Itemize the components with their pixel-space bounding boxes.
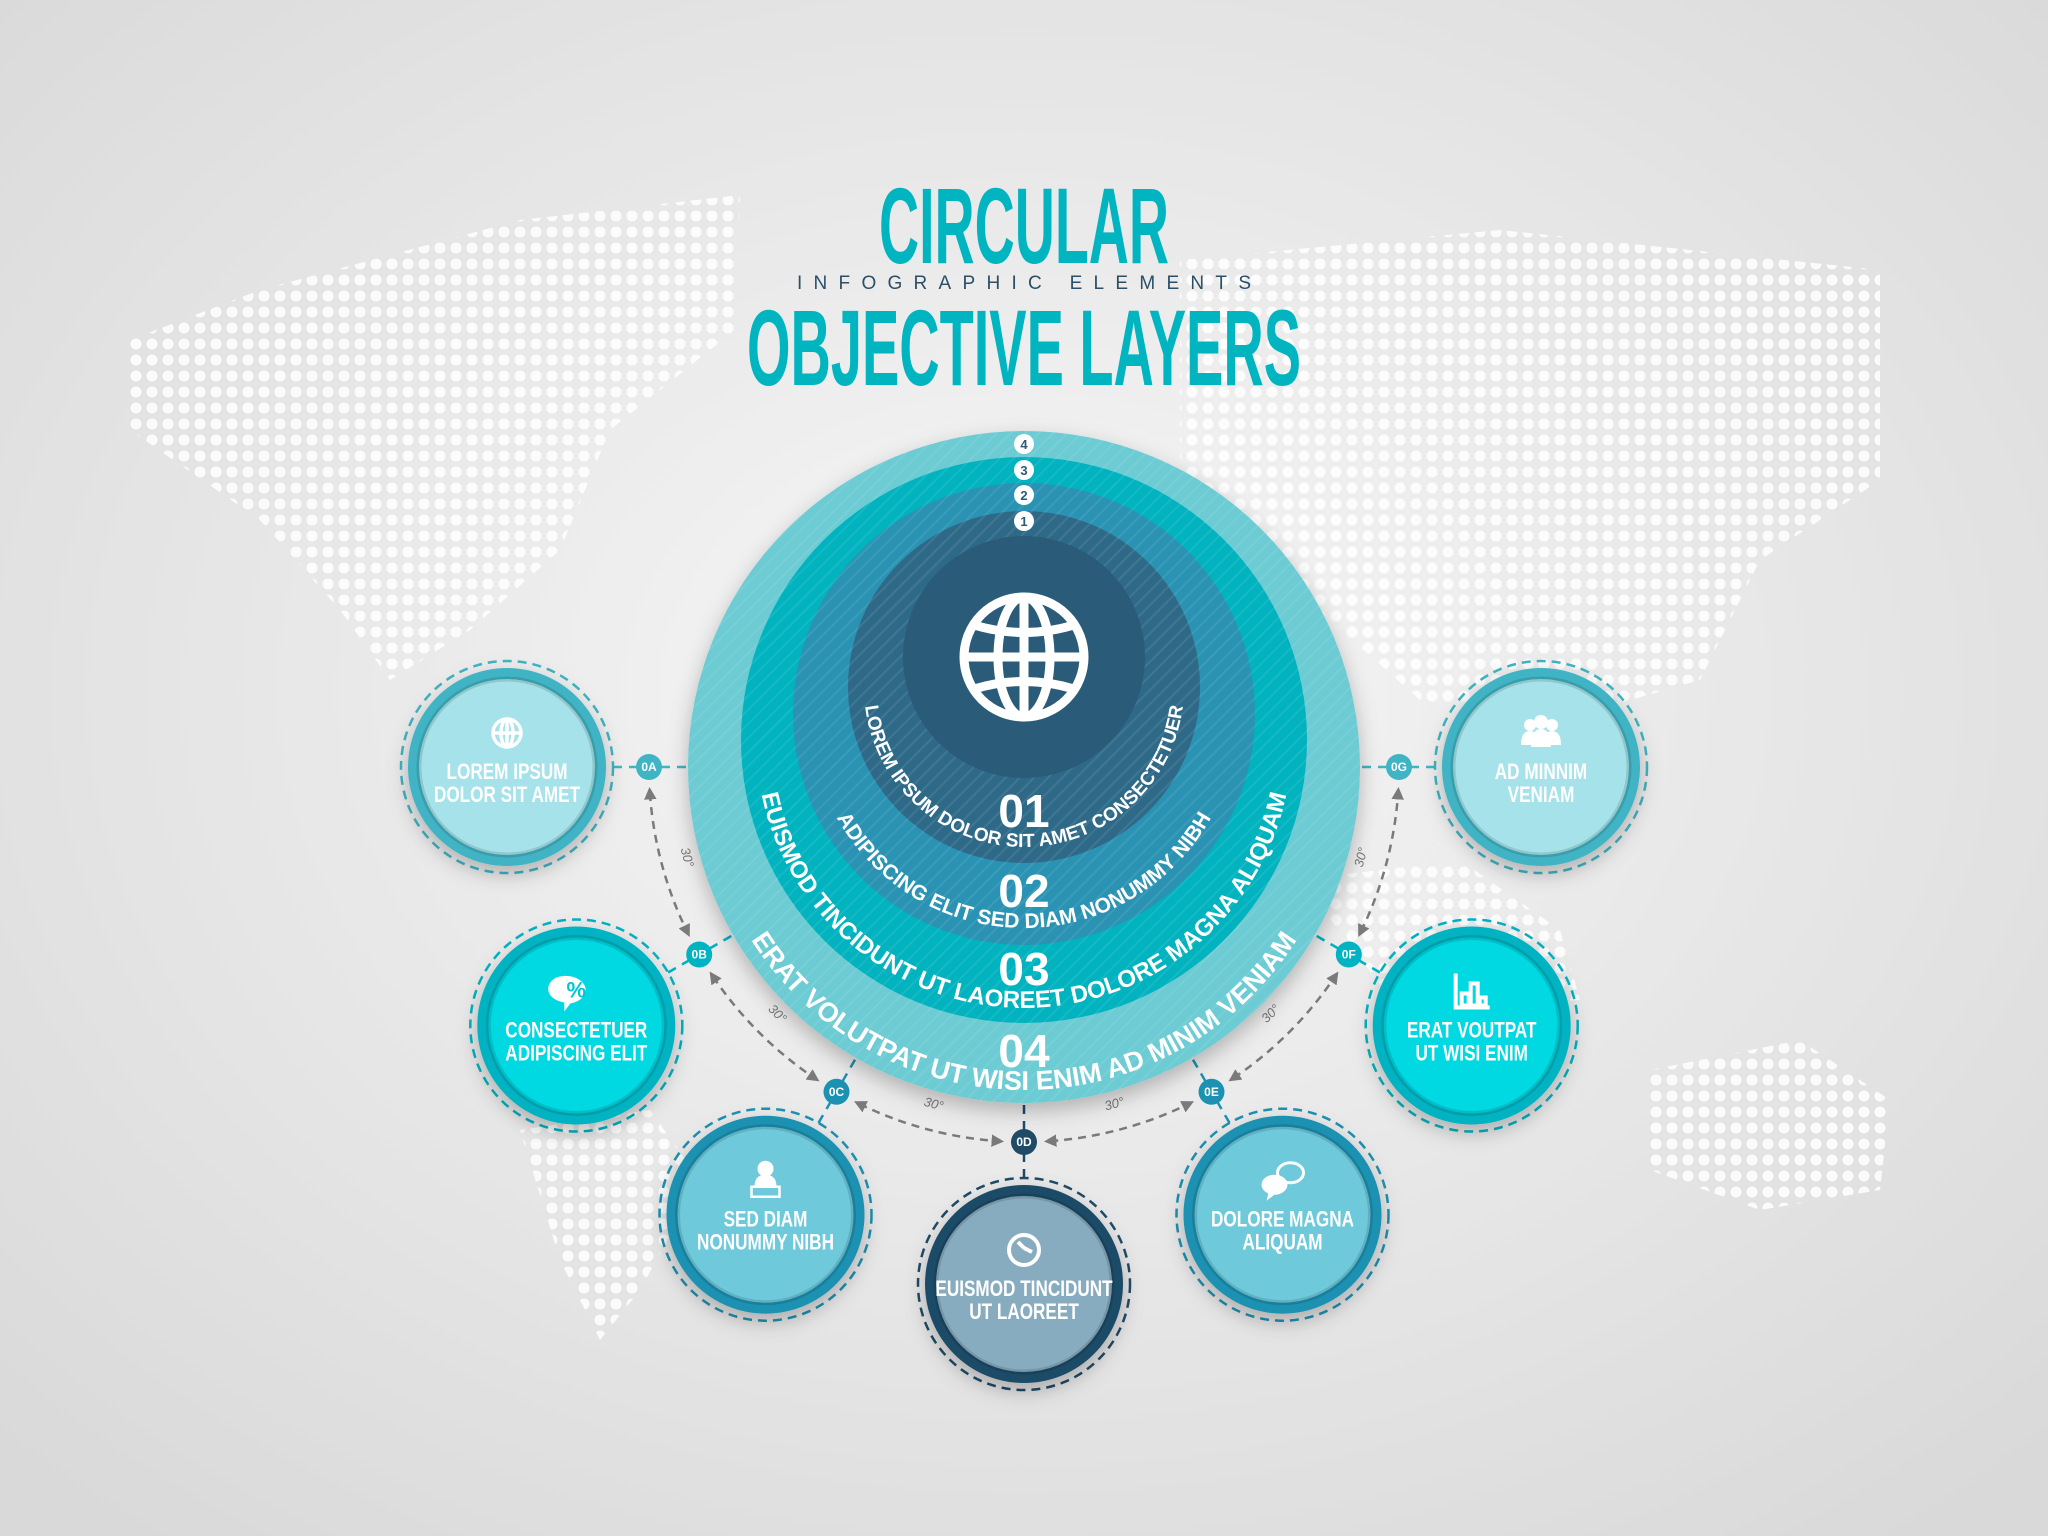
- badge-circle: [1011, 1129, 1037, 1155]
- globe-icon: [491, 717, 523, 749]
- globe-icon: [959, 592, 1089, 722]
- node-label-line-1: LOREM IPSUM: [446, 760, 567, 785]
- angle-arrow: [709, 971, 820, 1082]
- node-0f[interactable]: ERAT VOUTPAT UT WISI ENIM: [1364, 918, 1579, 1133]
- clock-icon: [1007, 1233, 1041, 1267]
- node-dashed-ring: [399, 659, 615, 875]
- node-face: [1450, 676, 1632, 858]
- node-dashed-ring: [1364, 918, 1579, 1133]
- node-dashed-ring: [469, 918, 684, 1133]
- bar-chart-icon: [1453, 973, 1490, 1010]
- node-dashed-ring: [658, 1107, 873, 1322]
- chat-bubbles-icon: [1261, 1161, 1305, 1201]
- angle-label: 30°: [1103, 1094, 1126, 1114]
- layer-marker-3[interactable]: 3: [1014, 460, 1034, 480]
- node-0b[interactable]: % CONSECTETUER ADIPISCING ELIT: [469, 918, 684, 1133]
- layer-marker-label: 1: [1020, 514, 1027, 529]
- layer-3-number: 03: [998, 943, 1049, 995]
- objective-nodes: LOREM IPSUM DOLOR SIT AMET 0A % CONSECTE…: [399, 659, 1649, 1392]
- angle-arrow: [644, 786, 690, 938]
- node-badge-0f[interactable]: 0F: [1335, 941, 1362, 968]
- badge-label: 0B: [692, 948, 708, 962]
- title-circular: CIRCULAR: [879, 165, 1169, 286]
- node-badge-0b[interactable]: 0B: [686, 941, 713, 968]
- layer-marker-1[interactable]: 1: [1014, 511, 1034, 531]
- node-badge-0e[interactable]: 0E: [1198, 1078, 1225, 1105]
- node-dashed-ring: [1433, 659, 1649, 875]
- layer-marker-label: 3: [1020, 463, 1027, 478]
- layer-marker-dot: [1014, 434, 1034, 454]
- layer-marker-label: 2: [1020, 488, 1027, 503]
- svg-text:%: %: [567, 978, 587, 1003]
- node-label-line-2: UT LAOREET: [969, 1300, 1079, 1325]
- angle-arrow: [853, 1101, 1005, 1147]
- layer-1-number: 01: [998, 785, 1049, 837]
- layer-marker-dot: [1014, 460, 1034, 480]
- badge-label: 0F: [1342, 948, 1356, 962]
- badge-circle: [1335, 941, 1362, 968]
- node-face: [1381, 935, 1563, 1116]
- badge-circle: [1386, 754, 1412, 780]
- badge-label: 0E: [1204, 1085, 1219, 1099]
- badge-circle: [636, 754, 662, 780]
- node-badge-0c[interactable]: 0C: [823, 1078, 850, 1105]
- node-dashed-ring: [916, 1176, 1132, 1392]
- badge-label: 0G: [1391, 760, 1407, 774]
- world-map-dots: [130, 195, 1890, 1340]
- badge-circle: [686, 941, 713, 968]
- angle-label: 30°: [922, 1094, 945, 1114]
- badge-label: 0D: [1016, 1135, 1032, 1149]
- node-0c[interactable]: SED DIAM NONUMMY NIBH: [658, 1107, 873, 1322]
- node-label-line-2: ADIPISCING ELIT: [505, 1042, 647, 1067]
- node-label-line-2: UT WISI ENIM: [1415, 1042, 1527, 1067]
- node-face: [416, 676, 598, 858]
- angle-arrow: [1043, 1101, 1195, 1147]
- badge-label: 0C: [829, 1085, 845, 1099]
- node-face: [1192, 1124, 1373, 1306]
- layer-4-number: 04: [998, 1025, 1050, 1077]
- node-label-line-1: EUISMOD TINCIDUNT: [935, 1277, 1112, 1302]
- layer-marker-dot: [1014, 485, 1034, 505]
- node-label-line-1: SED DIAM: [724, 1208, 808, 1233]
- percent-bubble-icon: %: [548, 975, 587, 1012]
- header: CIRCULAR INFOGRAPHIC ELEMENTS OBJECTIVE …: [747, 165, 1301, 408]
- badge-circle: [823, 1078, 850, 1105]
- node-label-line-1: DOLORE MAGNA: [1211, 1208, 1354, 1233]
- node-label-line-2: DOLOR SIT AMET: [434, 783, 580, 808]
- layer-2-number: 02: [998, 865, 1049, 917]
- node-label-line-2: NONUMMY NIBH: [697, 1231, 834, 1256]
- node-dashed-ring: [1175, 1107, 1390, 1322]
- angle-arrow: [1358, 786, 1404, 938]
- person-laptop-icon: [750, 1160, 781, 1198]
- layer-marker-label: 4: [1020, 437, 1028, 452]
- node-0a[interactable]: LOREM IPSUM DOLOR SIT AMET: [399, 659, 615, 875]
- node-0g[interactable]: AD MINNIM VENIAM: [1433, 659, 1649, 875]
- node-label-line-2: VENIAM: [1508, 783, 1575, 808]
- layer-markers: 1 2 3 4: [1014, 434, 1034, 531]
- node-0d[interactable]: EUISMOD TINCIDUNT UT LAOREET: [916, 1176, 1132, 1392]
- layer-marker-4[interactable]: 4: [1014, 434, 1034, 454]
- node-label-line-2: ALIQUAM: [1242, 1231, 1322, 1256]
- layer-marker-2[interactable]: 2: [1014, 485, 1034, 505]
- node-0e[interactable]: DOLORE MAGNA ALIQUAM: [1175, 1107, 1390, 1322]
- angle-arrow: [1228, 971, 1339, 1082]
- node-label-line-1: CONSECTETUER: [505, 1019, 647, 1044]
- node-face: [675, 1124, 856, 1306]
- node-badge-0g[interactable]: 0G: [1386, 754, 1412, 780]
- angle-label: 30°: [1351, 846, 1371, 869]
- node-face: [485, 935, 667, 1116]
- title-objective-layers: OBJECTIVE LAYERS: [747, 287, 1301, 408]
- node-label-line-1: ERAT VOUTPAT: [1407, 1019, 1537, 1044]
- angle-label: 30°: [678, 846, 698, 869]
- node-badge-0d[interactable]: 0D: [1011, 1129, 1037, 1155]
- team-icon: [1521, 715, 1561, 747]
- node-face: [933, 1193, 1115, 1375]
- badge-circle: [1198, 1078, 1225, 1105]
- layer-marker-dot: [1014, 511, 1034, 531]
- node-label-line-1: AD MINNIM: [1495, 760, 1587, 785]
- node-badge-0a[interactable]: 0A: [636, 754, 662, 780]
- badge-label: 0A: [641, 760, 657, 774]
